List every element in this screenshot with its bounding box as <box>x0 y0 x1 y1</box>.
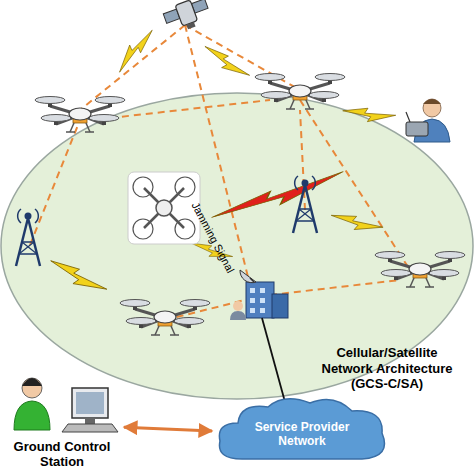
cloud-network: Service Provider Network <box>212 395 392 467</box>
ground-control-station: Ground Control Station <box>0 372 124 474</box>
node-text: Service Provider Network <box>236 420 368 449</box>
architecture-label: Cellular/Satellite Network Architecture … <box>312 345 462 392</box>
double-arrow <box>124 427 212 431</box>
node-text: Ground Control Station <box>0 439 124 470</box>
